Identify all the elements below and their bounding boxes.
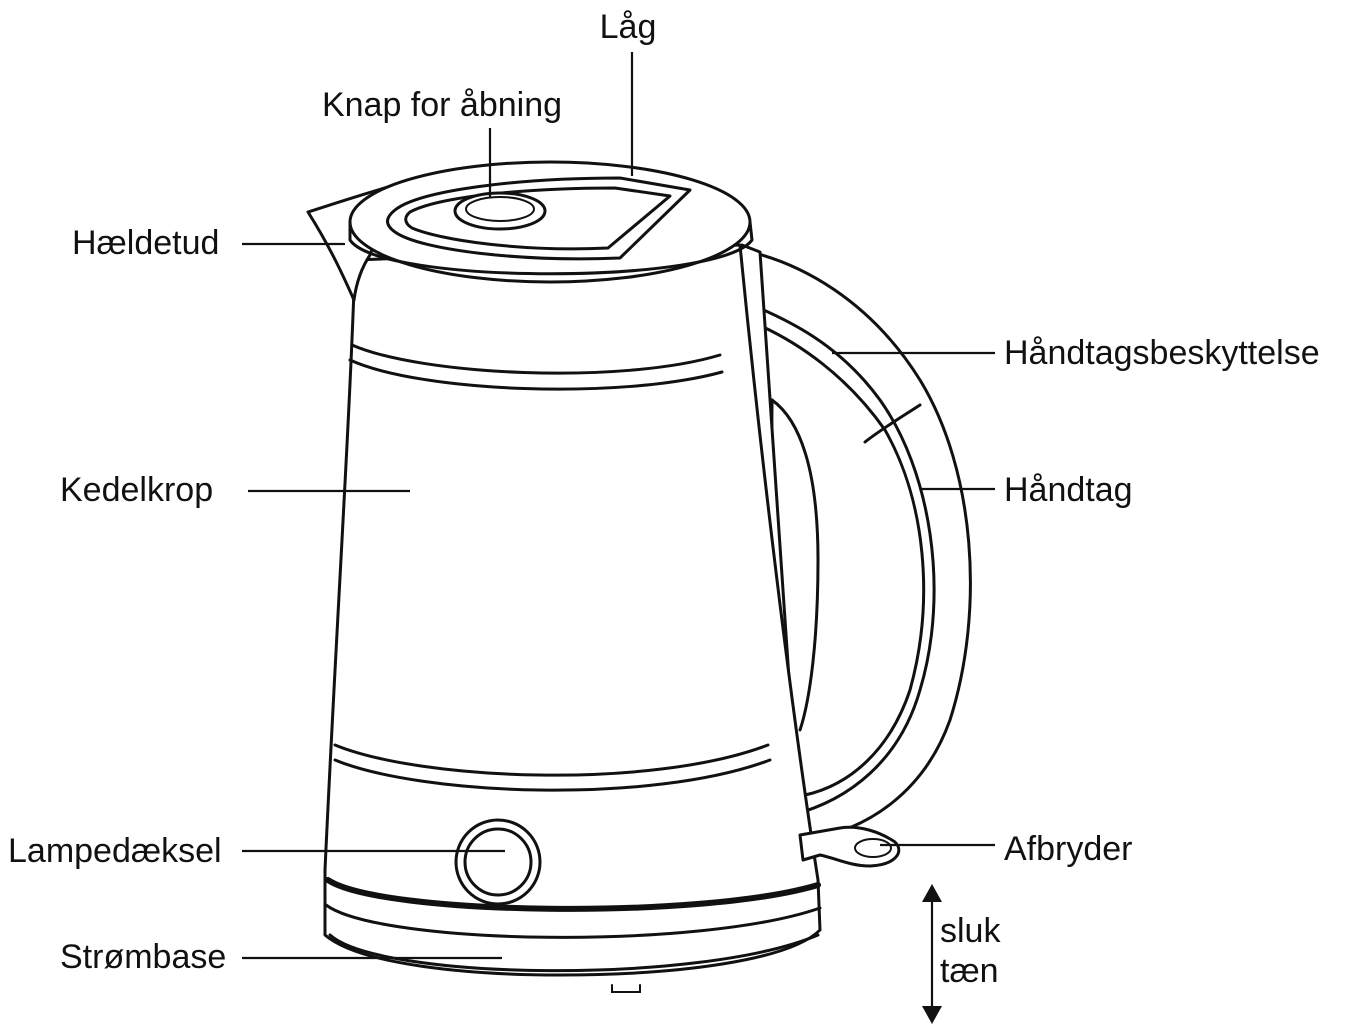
label-switch: Afbryder — [1004, 830, 1133, 868]
open-button-shape — [453, 191, 547, 231]
label-open-button: Knap for åbning — [322, 86, 562, 124]
label-spout: Hældetud — [72, 224, 219, 262]
label-handle-guard: Håndtagsbeskyttelse — [1004, 334, 1320, 372]
kettle-body-shape — [323, 243, 822, 977]
kettle-illustration — [306, 160, 972, 993]
label-body: Kedelkrop — [60, 471, 213, 509]
lamp-cover-shape — [454, 818, 542, 906]
label-handle: Håndtag — [1004, 471, 1133, 509]
leader-lines — [242, 52, 995, 960]
labels: Låg Knap for åbning Hældetud Håndtagsbes… — [8, 8, 1320, 990]
label-off: sluk — [940, 912, 1001, 950]
label-on: tæn — [940, 952, 999, 990]
switch-direction-arrow — [922, 884, 942, 1024]
label-power-base: Strømbase — [60, 938, 226, 976]
label-lid: Låg — [600, 8, 657, 46]
label-lamp-cover: Lampedæksel — [8, 832, 222, 870]
